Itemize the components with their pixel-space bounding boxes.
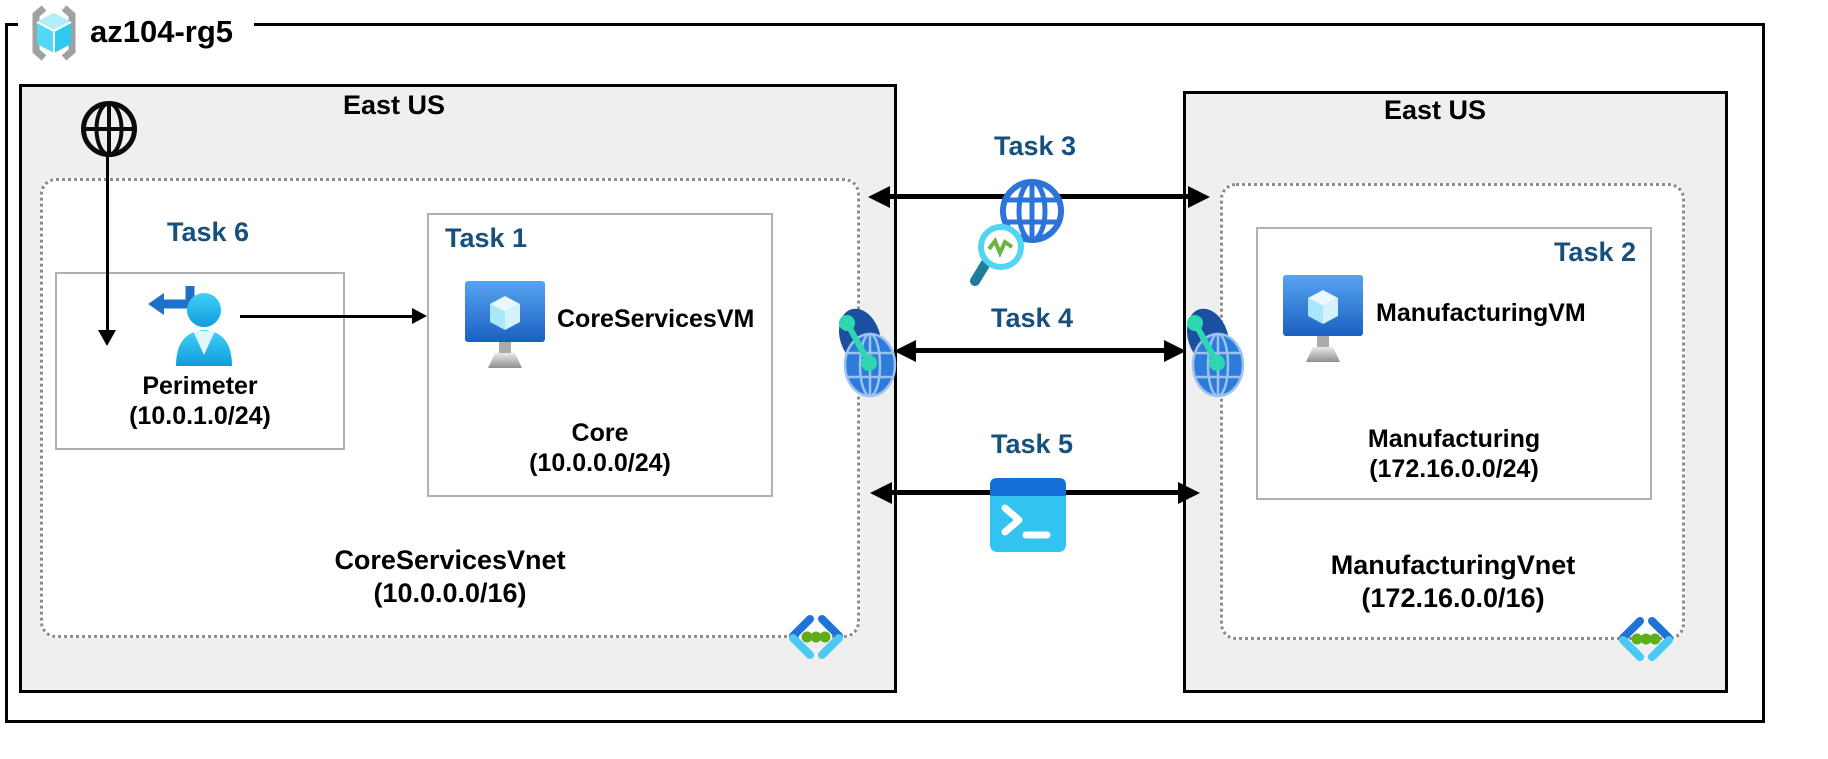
- task6-label: Task 6: [166, 217, 250, 247]
- manufacturing-vnet-cidr: (172.16.0.0/16): [1361, 583, 1545, 613]
- cloud-shell-icon: [990, 478, 1066, 552]
- vnet-peering-icon: [1186, 308, 1245, 398]
- perimeter-to-core-arrow-head: [412, 308, 427, 324]
- manufacturing-subnet-box: Task 2 ManufacturingVM Manufacturing (17…: [1256, 227, 1652, 500]
- resource-group-border: [5, 23, 1765, 723]
- task3-arrow-head-left: [868, 186, 890, 208]
- virtual-machine-icon: [465, 281, 545, 368]
- internet-globe-icon: [81, 101, 137, 157]
- core-subnet-name: Core: [571, 419, 629, 447]
- task5-label: Task 5: [990, 429, 1074, 459]
- vnet-peering-icon: [838, 308, 897, 398]
- manufacturing-vnet-label: ManufacturingVnet (172.16.0.0/16): [1273, 549, 1633, 615]
- manufacturing-vm-name: ManufacturingVM: [1376, 299, 1586, 327]
- network-watcher-icon: [970, 179, 1064, 286]
- core-subnet-cidr: (10.0.0.0/24): [529, 449, 671, 477]
- task3-arrow-head-right: [1188, 186, 1210, 208]
- manufacturing-vnet-name: ManufacturingVnet: [1330, 550, 1576, 580]
- task4-arrow-line: [912, 348, 1166, 353]
- manufacturing-subnet-name: Manufacturing: [1367, 425, 1541, 453]
- task1-label: Task 1: [445, 223, 528, 253]
- task4-arrow-head-left: [894, 340, 916, 362]
- task5-arrow-head-left: [870, 482, 892, 504]
- left-region-title: East US: [342, 90, 446, 120]
- task5-arrow-head-right: [1178, 482, 1200, 504]
- core-subnet-box: Task 1 CoreServicesVM Core (10.0.0.0/24): [427, 213, 773, 497]
- core-services-vnet-label: CoreServicesVnet (10.0.0.0/16): [270, 544, 630, 610]
- perimeter-subnet-name: Perimeter: [142, 372, 258, 400]
- task3-label: Task 3: [993, 131, 1077, 161]
- virtual-machine-icon: [1283, 275, 1363, 362]
- internet-arrow-line: [106, 156, 109, 332]
- resource-group-icon: [32, 5, 76, 61]
- perimeter-subnet-cidr: (10.0.1.0/24): [129, 402, 271, 430]
- resource-group-label-mask: [18, 19, 254, 31]
- internet-arrow-head: [98, 330, 116, 346]
- task2-label: Task 2: [1553, 237, 1636, 267]
- manufacturing-subnet-cidr: (172.16.0.0/24): [1369, 455, 1539, 483]
- right-region-title: East US: [1383, 95, 1487, 125]
- task4-arrow-head-right: [1164, 340, 1186, 362]
- virtual-network-icon: [1619, 617, 1673, 661]
- guest-user-icon: [148, 286, 232, 366]
- core-services-vnet-name: CoreServicesVnet: [334, 545, 566, 575]
- virtual-network-icon: [789, 615, 843, 659]
- resource-group-name: az104-rg5: [90, 14, 234, 49]
- core-services-vnet-cidr: (10.0.0.0/16): [373, 578, 527, 608]
- task4-label: Task 4: [990, 303, 1074, 333]
- perimeter-to-core-arrow-line: [240, 315, 414, 318]
- core-vm-name: CoreServicesVM: [557, 305, 755, 333]
